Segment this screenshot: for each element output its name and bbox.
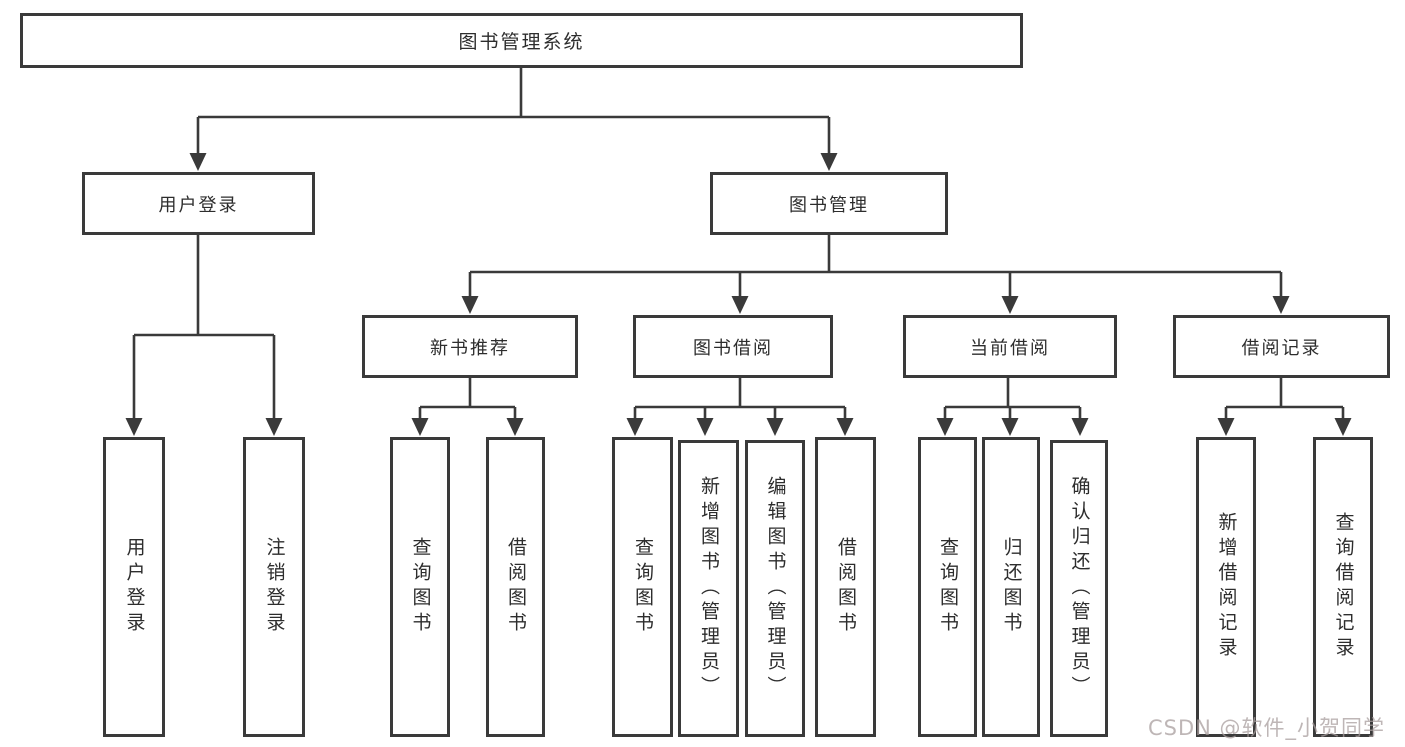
leaf-label: 用户登录	[123, 537, 146, 637]
leaf-label: 注销登录	[263, 537, 286, 637]
csdn-watermark: CSDN @软件_小贺同学	[1148, 716, 1386, 740]
leaf-query-borrow-record: 查询借阅记录	[1313, 437, 1373, 737]
node-current-borrow: 当前借阅	[903, 315, 1117, 378]
leaf-add-books-admin: 新增图书（管理员）	[678, 440, 739, 737]
leaf-confirm-return-admin: 确认归还（管理员）	[1050, 440, 1108, 737]
leaf-label: 确认归还（管理员）	[1068, 476, 1091, 701]
node-label: 借阅记录	[1241, 337, 1322, 359]
node-label: 图书管理	[789, 194, 869, 216]
node-label: 当前借阅	[970, 337, 1050, 359]
leaf-query-books-2: 查询图书	[612, 437, 673, 737]
node-user-login: 用户登录	[82, 172, 315, 235]
node-label: 新书推荐	[430, 337, 510, 359]
leaf-add-borrow-record: 新增借阅记录	[1196, 437, 1256, 737]
leaf-label: 查询借阅记录	[1332, 512, 1355, 662]
leaf-user-login: 用户登录	[103, 437, 165, 737]
leaf-label: 归还图书	[1000, 537, 1023, 637]
leaf-borrow-books-1: 借阅图书	[486, 437, 545, 737]
leaf-label: 查询图书	[632, 537, 654, 637]
leaf-return-books: 归还图书	[982, 437, 1040, 737]
leaf-edit-books-admin: 编辑图书（管理员）	[745, 440, 805, 737]
node-new-book-recommend: 新书推荐	[362, 315, 578, 378]
node-label: 图书管理系统	[458, 31, 585, 53]
leaf-label: 编辑图书（管理员）	[764, 476, 787, 701]
leaf-label: 新增借阅记录	[1215, 512, 1238, 662]
node-borrow-records: 借阅记录	[1173, 315, 1390, 378]
node-library-system: 图书管理系统	[20, 13, 1023, 68]
node-label: 图书借阅	[693, 337, 773, 359]
node-book-borrow: 图书借阅	[633, 315, 833, 378]
leaf-label: 借阅图书	[835, 537, 857, 637]
node-label: 用户登录	[158, 194, 239, 216]
leaf-query-books-3: 查询图书	[918, 437, 977, 737]
node-book-management: 图书管理	[710, 172, 948, 235]
leaf-label: 查询图书	[937, 537, 959, 637]
leaf-borrow-books-2: 借阅图书	[815, 437, 876, 737]
leaf-label: 借阅图书	[505, 537, 527, 637]
leaf-label: 新增图书（管理员）	[698, 476, 720, 701]
leaf-logout: 注销登录	[243, 437, 305, 737]
leaf-label: 查询图书	[409, 537, 432, 637]
leaf-query-books-1: 查询图书	[390, 437, 450, 737]
